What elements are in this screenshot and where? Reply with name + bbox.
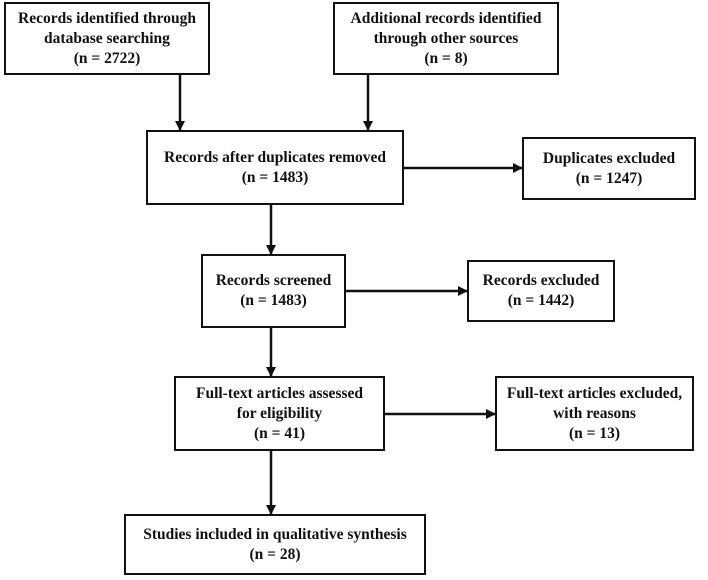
box-additional-records-other-sources: Additional records identified through ot… [333, 2, 559, 75]
box-fulltext-assessed-count: (n = 41) [253, 424, 306, 442]
box-fulltext-excluded-line-1: Full-text articles excluded, [506, 384, 683, 402]
box-studies-included-count: (n = 28) [249, 545, 301, 563]
box-duplicates-excluded-count: (n = 1247) [575, 169, 643, 187]
box-records-excluded: Records excluded (n = 1442) [467, 260, 615, 322]
box-fulltext-excluded-count: (n = 13) [568, 424, 620, 442]
box-fulltext-assessed-line-2: for eligibility [236, 404, 323, 422]
box-duplicates-excluded-line-1: Duplicates excluded [542, 149, 676, 167]
box-records-screened: Records screened (n = 1483) [201, 254, 346, 328]
box-after-duplicates-count: (n = 1483) [241, 168, 309, 186]
box-studies-included: Studies included in qualitative synthesi… [124, 514, 426, 575]
box-records-identified-database-line-1: Records identified through [18, 9, 196, 27]
box-records-screened-line-1: Records screened [215, 272, 332, 289]
box-records-excluded-line-1: Records excluded [482, 272, 600, 289]
box-fulltext-excluded: Full-text articles excluded, with reason… [495, 376, 694, 451]
box-records-after-duplicates-removed: Records after duplicates removed (n = 14… [146, 130, 404, 205]
box-studies-included-line-1: Studies included in qualitative synthesi… [143, 525, 407, 543]
box-records-screened-count: (n = 1483) [240, 292, 307, 309]
box-records-excluded-count: (n = 1442) [507, 292, 575, 309]
box-records-identified-database-count: (n = 2722) [73, 49, 141, 67]
box-fulltext-excluded-line-2: with reasons [553, 404, 636, 422]
box-additional-records-count: (n = 8) [424, 49, 468, 67]
box-additional-records-line-1: Additional records identified [350, 9, 542, 27]
box-additional-records-line-2: through other sources [373, 29, 519, 47]
box-fulltext-assessed: Full-text articles assessed for eligibil… [174, 376, 385, 451]
box-records-identified-database: Records identified through database sear… [4, 2, 210, 75]
box-fulltext-assessed-line-1: Full-text articles assessed [195, 384, 364, 402]
box-records-identified-database-line-2: database searching [44, 29, 170, 47]
box-after-duplicates-line-1: Records after duplicates removed [164, 148, 386, 166]
box-duplicates-excluded: Duplicates excluded (n = 1247) [522, 137, 696, 200]
